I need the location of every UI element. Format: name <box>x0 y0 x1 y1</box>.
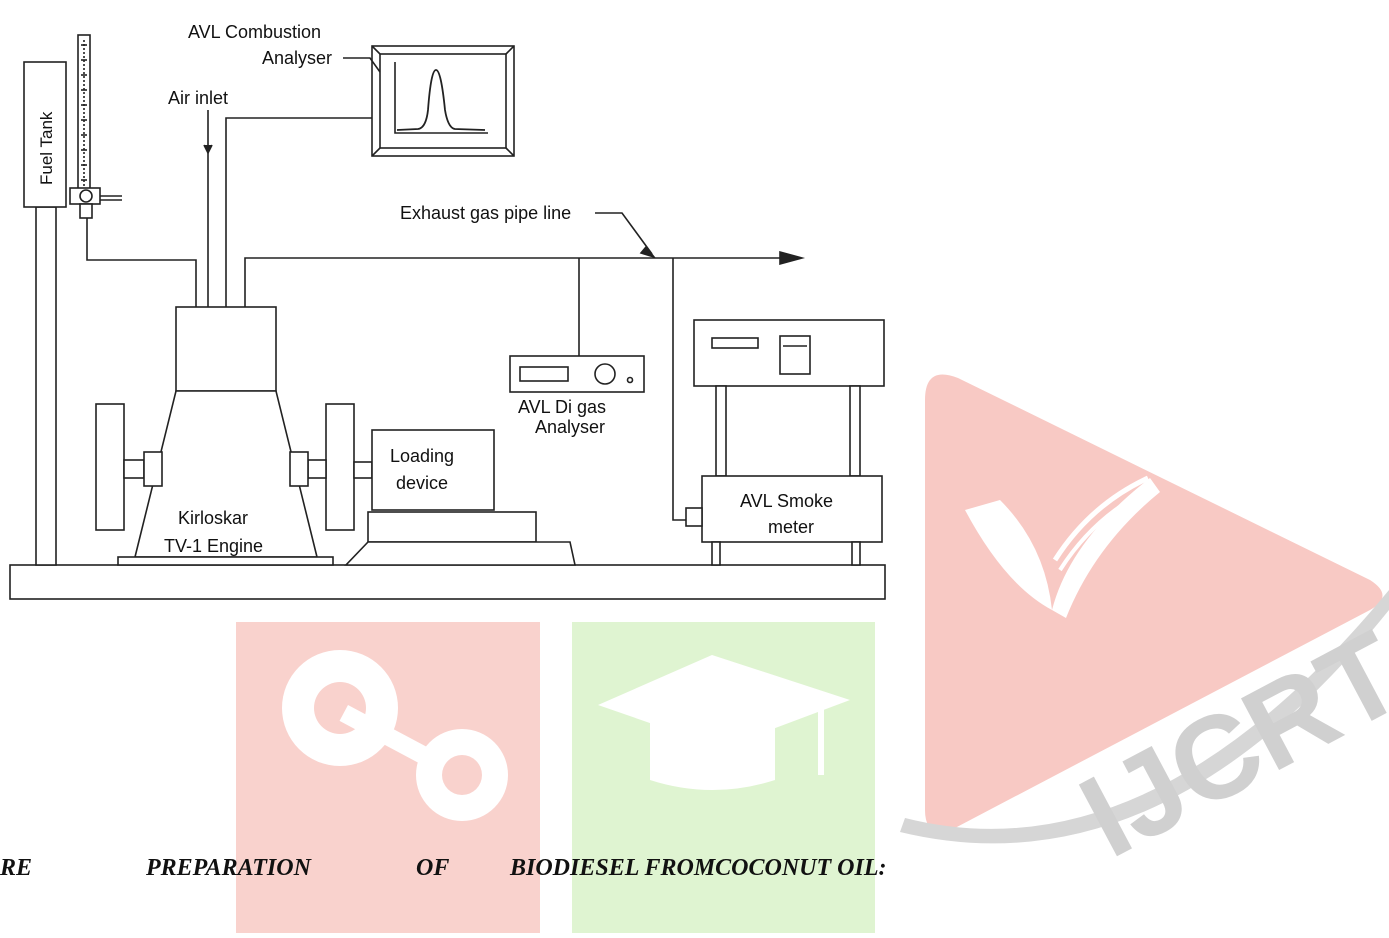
combustion-analyser-label-2: Analyser <box>262 48 332 68</box>
engine-head <box>175 306 277 392</box>
air-inlet-label: Air inlet <box>168 88 228 108</box>
analyser-signal-line <box>225 117 372 307</box>
watermark-gear-panel <box>236 622 540 933</box>
smoke-meter-label-1: AVL Smoke <box>740 491 833 511</box>
heading-word-3: OF <box>416 855 450 881</box>
loading-device-label-2: device <box>396 473 448 493</box>
burette <box>69 34 122 219</box>
exhaust-arrow <box>779 250 806 266</box>
watermark: IJCRT <box>236 374 1389 933</box>
fuel-tank-label: Fuel Tank <box>37 111 56 185</box>
engine-label-2: TV-1 Engine <box>164 536 263 556</box>
book-icon <box>965 475 1160 618</box>
heading-word-2: PREPARATION <box>146 855 311 881</box>
smoke-meter-label-2: meter <box>768 517 814 537</box>
fuel-line <box>86 218 197 307</box>
watermark-red-triangle <box>925 374 1383 832</box>
flywheel-left <box>95 403 125 531</box>
combustion-analyser <box>343 45 515 157</box>
loading-device <box>344 429 576 566</box>
test-rig-diagram <box>9 34 886 600</box>
fuel-tank-stand <box>35 206 57 566</box>
graduation-cap-icon <box>598 655 850 790</box>
heading-word-4: BIODIESEL FROMCOCONUT OIL: <box>510 855 887 881</box>
exhaust-pipe-line <box>244 257 780 307</box>
diagram-labels: Fuel Tank Air inlet AVL Combustion Analy… <box>37 22 833 556</box>
combustion-analyser-label-1: AVL Combustion <box>188 22 321 42</box>
watermark-cap-panel <box>572 622 875 933</box>
engine-label-1: Kirloskar <box>178 508 248 528</box>
loading-device-label-1: Loading <box>390 446 454 466</box>
smoke-meter <box>672 258 885 566</box>
heading-word-1: RE <box>0 855 33 881</box>
di-gas-analyser-label-1: AVL Di gas <box>518 397 606 417</box>
fuel-tank <box>23 61 67 208</box>
flywheel-right <box>325 403 355 531</box>
base-plate <box>9 564 886 600</box>
di-gas-analyser-label-2: Analyser <box>535 417 605 437</box>
di-gas-analyser <box>509 258 645 393</box>
exhaust-line-label: Exhaust gas pipe line <box>400 203 571 223</box>
